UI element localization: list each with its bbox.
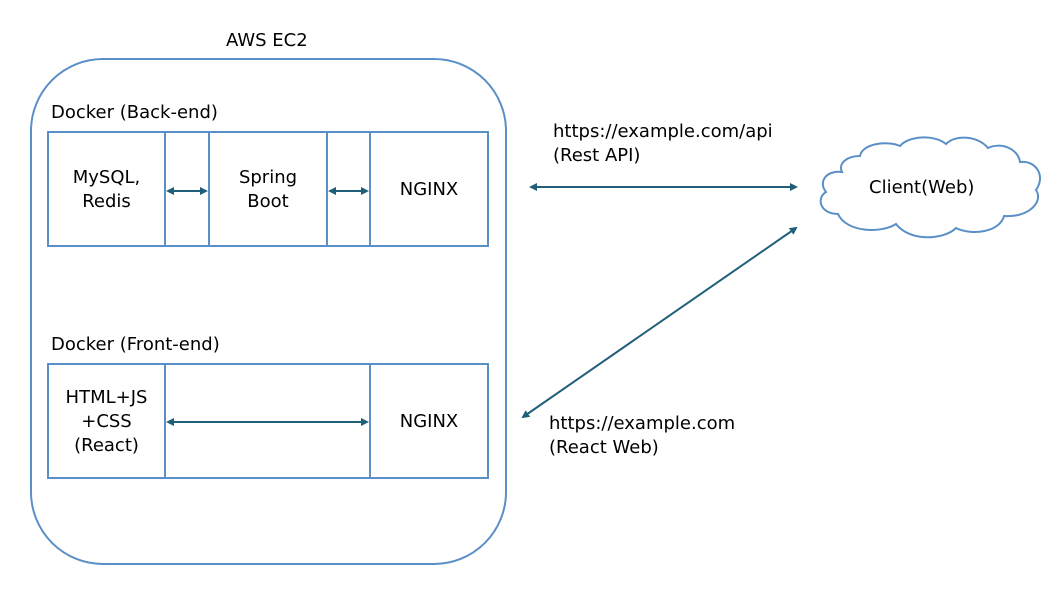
label-line: MySQL, bbox=[72, 167, 141, 188]
web-desc: (React Web) bbox=[549, 437, 659, 458]
label-line: Redis bbox=[82, 191, 131, 212]
backend-docker-label: Docker (Back-end) bbox=[51, 102, 218, 123]
mysql-redis-label: MySQL, Redis bbox=[48, 166, 165, 214]
backend-nginx-label: NGINX bbox=[370, 178, 488, 202]
frontend-docker-box bbox=[47, 363, 489, 479]
label-line: NGINX bbox=[399, 411, 459, 432]
aws-ec2-label: AWS EC2 bbox=[226, 30, 308, 51]
label-line: HTML+JS bbox=[65, 387, 148, 408]
label-line: (React) bbox=[74, 435, 139, 456]
backend-docker-box bbox=[47, 131, 489, 247]
web-url: https://example.com bbox=[549, 413, 736, 434]
client-cloud-icon bbox=[819, 136, 1041, 239]
web-connection-label: https://example.com (React Web) bbox=[549, 412, 735, 460]
spring-boot-label: Spring Boot bbox=[209, 166, 327, 214]
react-app-label: HTML+JS +CSS (React) bbox=[48, 386, 165, 458]
arrow-web-connection bbox=[521, 226, 798, 419]
api-connection-label: https://example.com/api (Rest API) bbox=[553, 120, 773, 168]
label-line: NGINX bbox=[399, 179, 459, 200]
api-url: https://example.com/api bbox=[553, 121, 773, 142]
api-desc: (Rest API) bbox=[553, 145, 641, 166]
client-label: Client(Web) bbox=[869, 177, 975, 198]
frontend-docker-label: Docker (Front-end) bbox=[51, 334, 220, 355]
label-line: Boot bbox=[247, 191, 289, 212]
label-line: +CSS bbox=[81, 411, 132, 432]
aws-ec2-container bbox=[30, 58, 507, 565]
label-line: Spring bbox=[238, 167, 298, 188]
frontend-nginx-label: NGINX bbox=[370, 410, 488, 434]
